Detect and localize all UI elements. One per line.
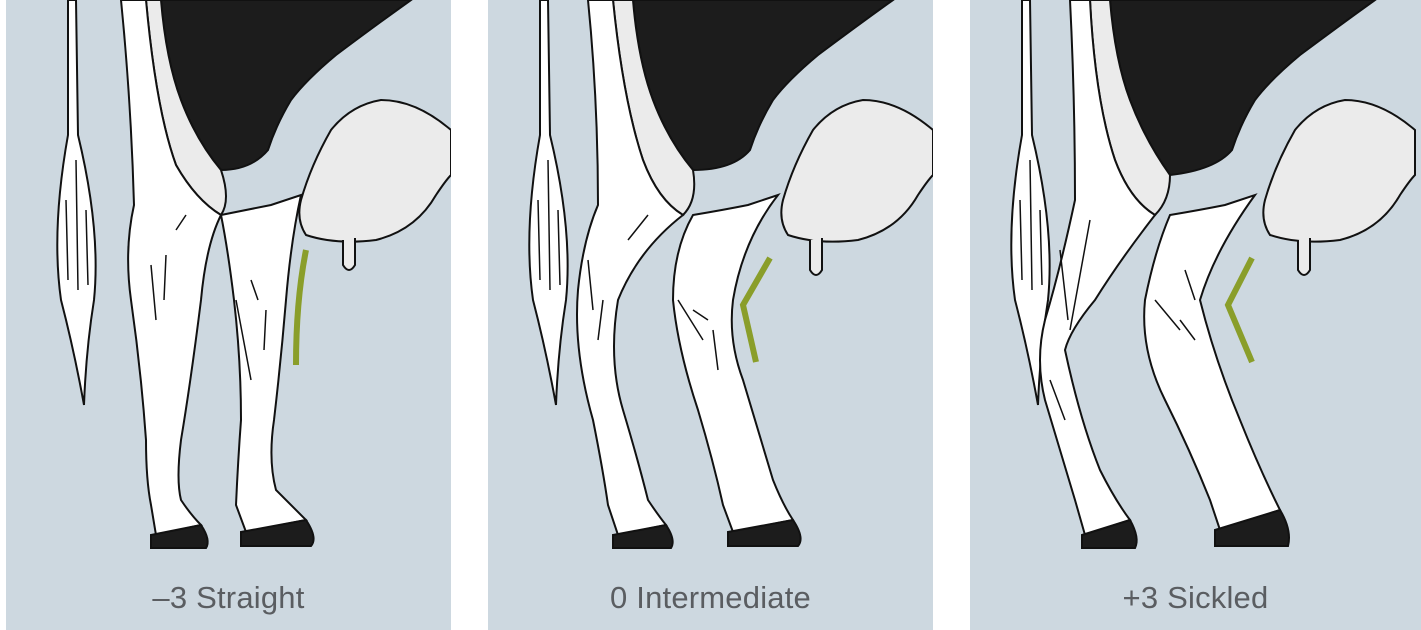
panel-caption: –3 Straight bbox=[6, 580, 451, 616]
teat bbox=[810, 238, 822, 275]
cow-leg-illustration-intermediate bbox=[488, 0, 933, 630]
hock-angle-marker bbox=[1228, 258, 1252, 362]
udder bbox=[1263, 100, 1415, 242]
panel-caption: +3 Sickled bbox=[970, 580, 1421, 616]
cow-leg-illustration-straight bbox=[6, 0, 451, 630]
near-hind-leg bbox=[673, 195, 793, 532]
hock-angle-marker bbox=[296, 250, 306, 365]
panel-straight: –3 Straight bbox=[6, 0, 451, 630]
teat bbox=[343, 238, 355, 270]
cow-leg-illustration-sickled bbox=[970, 0, 1421, 630]
teat bbox=[1298, 238, 1310, 275]
udder bbox=[781, 100, 933, 242]
panel-caption: 0 Intermediate bbox=[488, 580, 933, 616]
panel-intermediate: 0 Intermediate bbox=[488, 0, 933, 630]
hock-angle-marker bbox=[743, 258, 770, 362]
near-hind-leg bbox=[1144, 195, 1280, 530]
udder bbox=[299, 100, 451, 242]
panel-sickled: +3 Sickled bbox=[970, 0, 1421, 630]
